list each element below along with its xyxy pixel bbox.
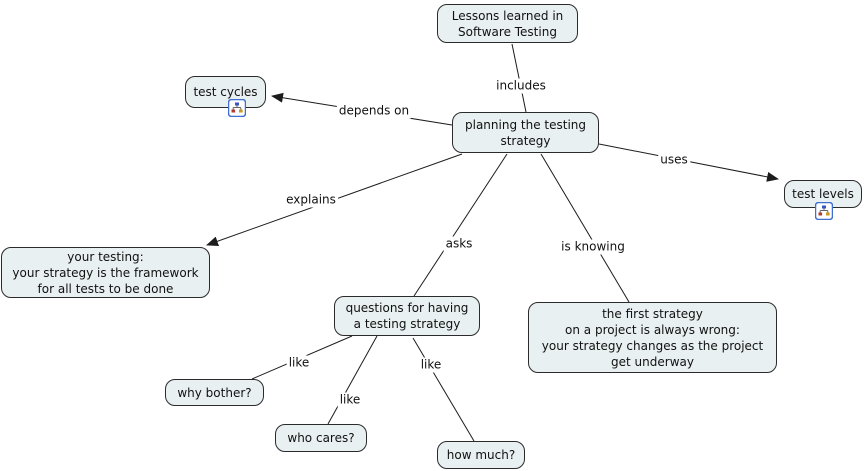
edge-line-like-who <box>327 335 378 425</box>
edge-label-like-why[interactable]: like <box>286 355 312 371</box>
edge-label-is-knowing[interactable]: is knowing <box>559 239 627 255</box>
node-test-levels[interactable]: test levels <box>784 180 862 208</box>
node-planning-testing-strategy[interactable]: planning the testing strategy <box>452 112 599 153</box>
edge-label-like-who[interactable]: like <box>337 392 363 408</box>
node-your-testing-framework[interactable]: your testing: your strategy is the frame… <box>1 247 210 298</box>
edge-line-asks <box>413 153 508 297</box>
edge-label-explains[interactable]: explains <box>284 192 338 208</box>
cmap-subtree-icon[interactable] <box>227 98 247 118</box>
edge-label-like-how[interactable]: like <box>418 357 444 373</box>
edge-line-like-how <box>412 337 475 442</box>
node-why-bother[interactable]: why bother? <box>165 379 264 406</box>
node-lessons-learned[interactable]: Lessons learned in Software Testing <box>437 4 578 43</box>
edge-line-is-knowing <box>540 153 630 303</box>
edge-label-asks[interactable]: asks <box>443 236 475 252</box>
node-how-much[interactable]: how much? <box>437 441 525 469</box>
edge-line-includes <box>511 43 527 113</box>
node-questions-for-strategy[interactable]: questions for having a testing strategy <box>334 296 480 336</box>
edge-label-includes[interactable]: includes <box>494 78 548 94</box>
node-test-cycles[interactable]: test cycles <box>185 76 266 108</box>
cmap-subtree-icon[interactable] <box>814 201 834 221</box>
edge-label-depends-on[interactable]: depends on <box>336 103 412 119</box>
edge-label-uses[interactable]: uses <box>658 152 690 168</box>
node-who-cares[interactable]: who cares? <box>275 424 367 452</box>
node-first-strategy-wrong[interactable]: the first strategy on a project is alway… <box>528 302 777 373</box>
